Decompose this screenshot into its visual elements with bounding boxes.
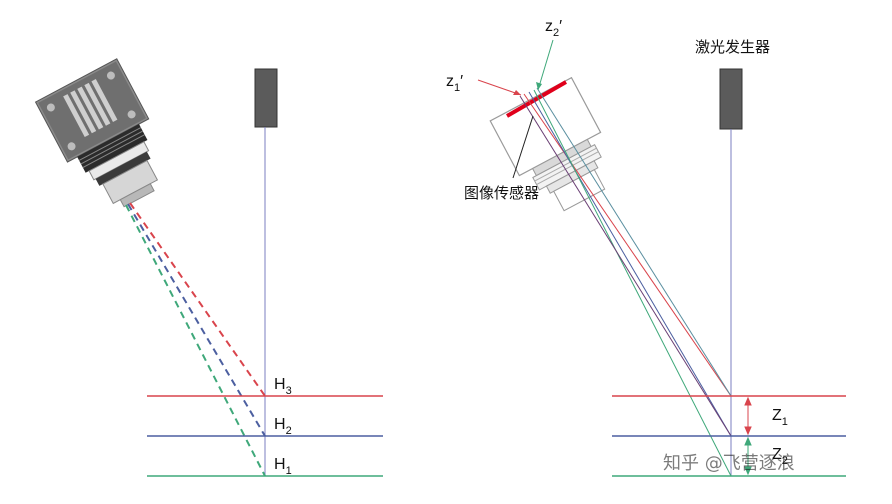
ray-H2-dashed: [127, 203, 266, 437]
Z2-dimension-arrow: [744, 436, 752, 476]
ray-H3-dashed: [129, 202, 266, 397]
ray-Z-mid: [528, 91, 732, 437]
laser-generator-label: 激光发生器: [695, 38, 770, 56]
image-sensor-label: 图像传感器: [464, 184, 539, 202]
label-z2-prime: z2′: [545, 18, 562, 39]
right-panel: 激光发生器: [446, 18, 846, 477]
label-H1: H1: [274, 456, 292, 477]
z2-prime-arrowhead: [536, 82, 542, 90]
label-H2: H2: [274, 416, 292, 437]
z1-prime-leader: [477, 79, 522, 96]
right-laser-emitter: [719, 68, 743, 130]
right-camera: [489, 76, 606, 212]
watermark: 知乎 @飞营逐浪: [663, 453, 795, 474]
label-Z2: Z2: [772, 446, 788, 467]
ray-Z-top: [523, 93, 732, 397]
image-sensor-bar: [506, 80, 567, 118]
ray-Z-bottom: [533, 89, 732, 477]
ray-aux-2: [536, 87, 732, 397]
ray-H1-dashed: [125, 204, 266, 477]
label-z1-prime: z1′: [446, 73, 463, 94]
Z1-dimension-arrow: [744, 396, 752, 436]
sensor-label-leader: [512, 115, 534, 179]
z2-prime-leader: [537, 39, 554, 91]
label-H3: H3: [274, 376, 292, 397]
left-laser-emitter: [254, 68, 278, 128]
z1-prime-arrowhead: [513, 90, 521, 95]
left-camera: [34, 58, 159, 208]
left-panel: H3 H2 H1: [34, 58, 383, 477]
label-Z1: Z1: [772, 407, 788, 428]
svg-text:知乎 @飞营逐浪: 知乎 @飞营逐浪: [663, 453, 795, 474]
ray-aux-1: [519, 95, 732, 437]
